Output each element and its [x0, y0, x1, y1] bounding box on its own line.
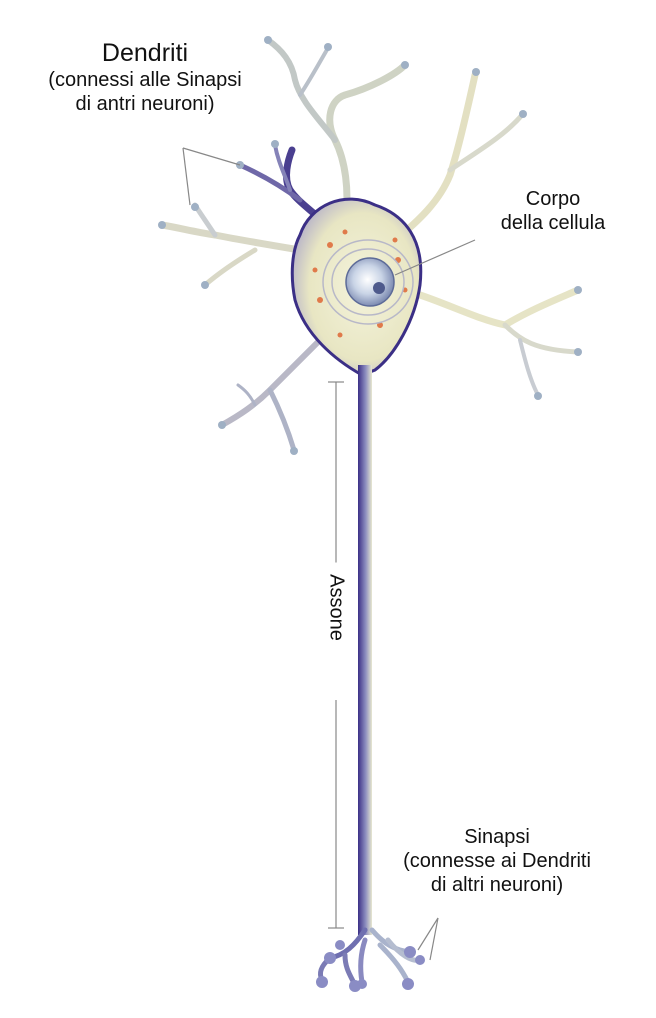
axon — [358, 365, 372, 935]
endoplasmic-reticulum — [322, 239, 414, 325]
pointer-lines — [182, 147, 476, 961]
axon-bracket — [328, 381, 344, 929]
cell-body-label: Corpo della cellula — [478, 187, 628, 235]
synapse-line-2: (connesse ai Dendriti — [403, 850, 591, 872]
dendrites — [158, 37, 582, 453]
dendrites-subtitle-2: di antri neuroni) — [75, 93, 215, 115]
dendrites-title: Dendriti — [101, 39, 189, 67]
dendrites-subtitle-1: (connessi alle Sinapsi — [48, 69, 242, 91]
synapse-label: Sinapsi (connesse ai Dendriti di altri n… — [372, 825, 622, 897]
cell-body — [290, 197, 423, 377]
nucleus — [345, 257, 395, 307]
organelles — [312, 229, 408, 338]
synapse-line-1: Sinapsi — [464, 826, 530, 848]
dendrites-label: Dendriti (connessi alle Sinapsi di antri… — [20, 38, 270, 116]
synapse-knobs — [316, 940, 425, 992]
dendrite-tips — [158, 36, 582, 455]
cell-body-line-1: Corpo — [525, 188, 581, 210]
axon-label: Assone — [324, 562, 348, 653]
nucleolus — [373, 282, 385, 294]
cell-body-line-2: della cellula — [500, 212, 606, 234]
synapse-line-3: di altri neuroni) — [430, 874, 564, 896]
